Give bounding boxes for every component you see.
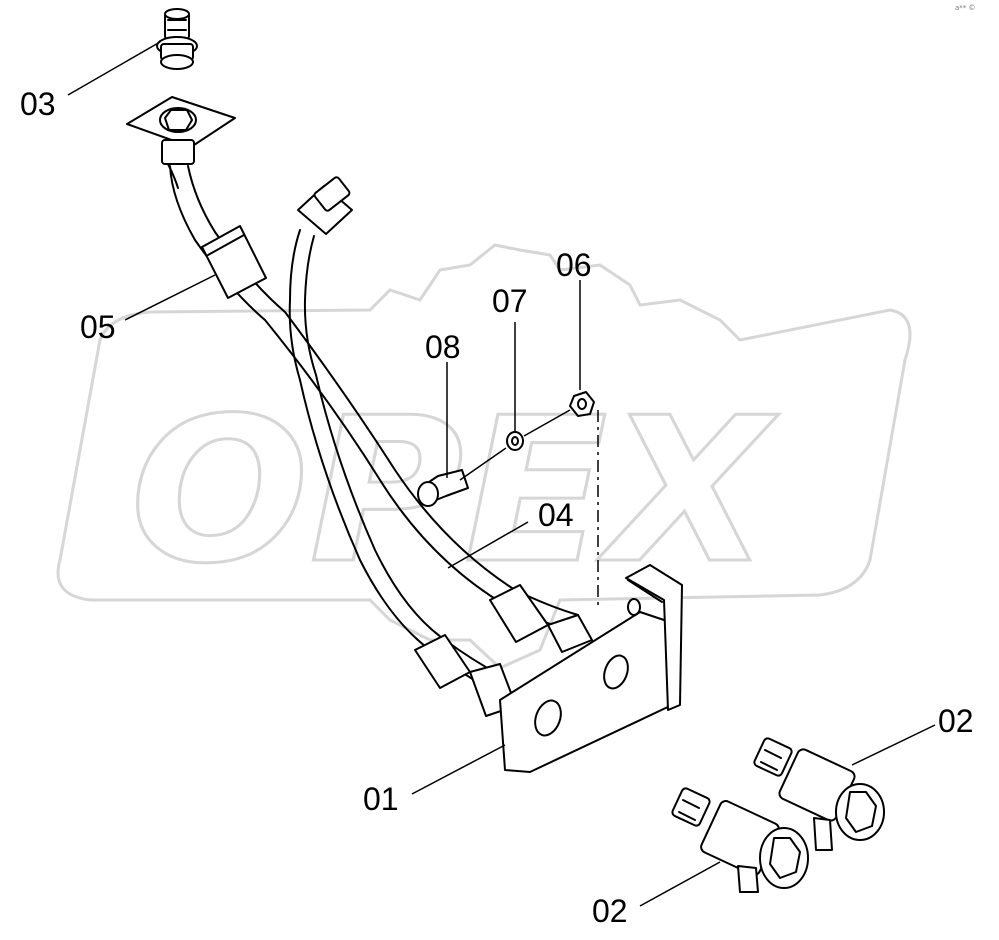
flange-fitting — [126, 96, 236, 189]
part-03-plug — [156, 8, 198, 70]
label-03: 03 — [20, 86, 56, 122]
part-02-fitting-lower — [671, 787, 809, 893]
label-04: 04 — [538, 497, 574, 533]
label-06: 06 — [556, 247, 592, 283]
label-02-upper: 02 — [938, 703, 974, 739]
part-07-washer — [506, 431, 524, 451]
label-05: 05 — [80, 309, 116, 345]
label-07: 07 — [492, 283, 528, 319]
leader-lines — [67, 41, 936, 907]
part-02-fitting-upper — [753, 737, 885, 851]
label-08: 08 — [425, 329, 461, 365]
part-01-bracket — [499, 564, 683, 773]
opex-watermark: OPEX — [56, 243, 912, 670]
bolt-axis-line — [459, 409, 571, 481]
sleeve-05 — [201, 225, 267, 299]
callout-labels: 03 05 08 07 06 04 01 02 02 — [20, 86, 974, 929]
corner-mark: a** © — [955, 4, 976, 12]
watermark-gear-outline — [56, 243, 912, 670]
label-02-lower: 02 — [592, 893, 628, 929]
hose-assembly — [169, 165, 593, 717]
part-08-bolt — [417, 469, 469, 507]
label-01: 01 — [363, 781, 399, 817]
part-06-nut — [569, 391, 595, 417]
